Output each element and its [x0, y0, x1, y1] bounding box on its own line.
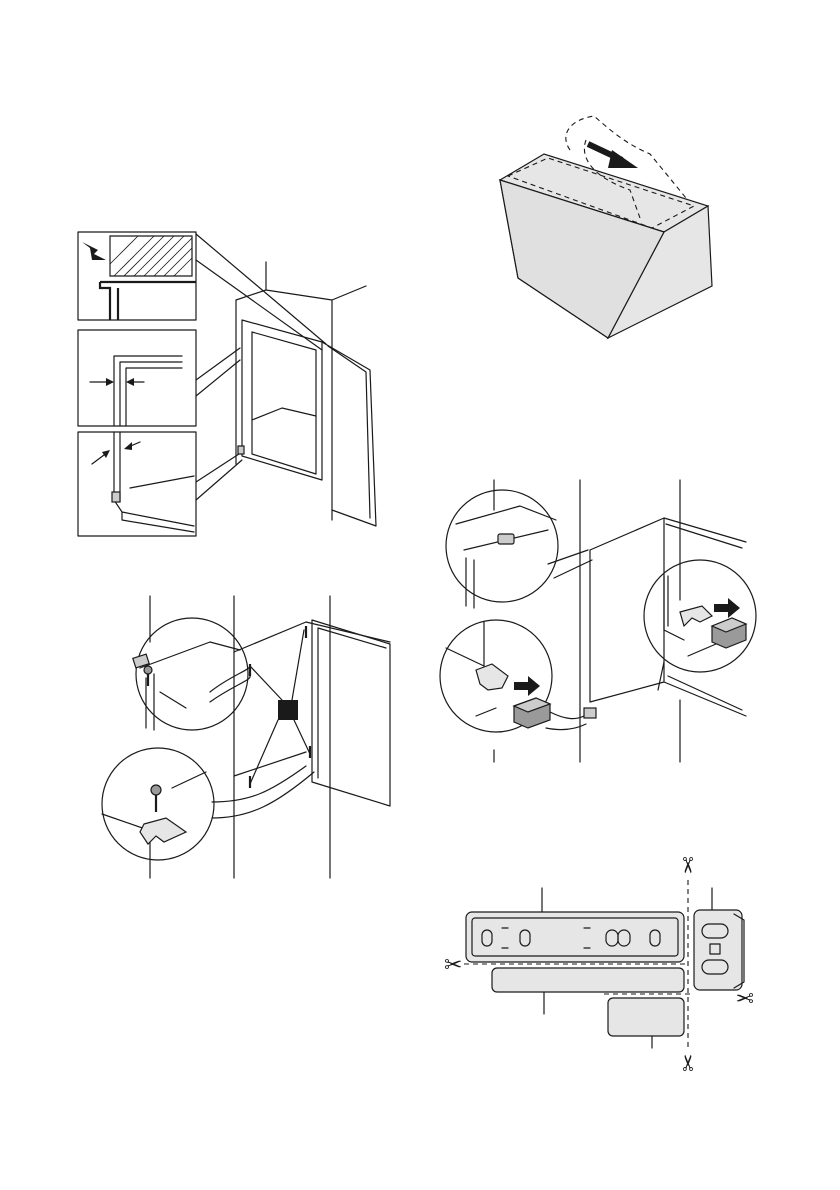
arrow-icon [82, 242, 106, 260]
main-cover-strip [466, 912, 684, 962]
scissors-icon-right: ✂ [736, 984, 754, 1009]
cover-cutting-figure: ✂ ✂ ✂ ✂ [444, 850, 764, 1080]
marker-square [278, 700, 298, 720]
bottom-inset-leader [212, 766, 314, 818]
corner-lines [114, 432, 194, 532]
door-bracket-caps-drawing [436, 480, 766, 770]
scissors-icon-bottom: ✂ [677, 1054, 702, 1072]
cap-leader-left [476, 708, 496, 716]
niche-alignment-figure [70, 220, 390, 540]
middle-inset-frame [78, 330, 196, 426]
niche-alignment-drawing [70, 220, 390, 540]
push-arrow-icon-left [514, 676, 540, 696]
scissors-icon-top: ✂ [674, 856, 699, 874]
top-inset-leader [210, 666, 250, 702]
bottom-leader [196, 452, 242, 500]
right-inset-leader [658, 662, 664, 690]
profile-line [100, 282, 196, 320]
cover-cap-left [514, 698, 550, 728]
middle-leader [196, 348, 240, 396]
top-bracket-inset [446, 490, 558, 602]
cap-leader-right [688, 644, 716, 656]
niche-inner [252, 332, 316, 474]
screw-leader [160, 692, 186, 708]
niche-frame [242, 320, 322, 480]
bracket-bottom [140, 818, 186, 844]
packaging-box-figure [490, 110, 720, 350]
top-hinge-inset [136, 618, 248, 730]
screw-icon-bottom [151, 785, 161, 812]
bottom-inset-frame [78, 432, 196, 536]
cabinet-outline [236, 262, 366, 520]
bracket-top [498, 534, 514, 544]
gap-lines [114, 356, 182, 426]
screw-icon-top [144, 666, 152, 686]
pull-arrow-icon [588, 144, 638, 168]
marker-leaders [250, 630, 304, 700]
door-bracket-caps-figure [436, 480, 766, 770]
door-hinge-screws-drawing [100, 596, 400, 886]
shelf-line [252, 408, 316, 420]
bracket-right [680, 606, 712, 626]
lower-cover-strip [492, 968, 684, 992]
cover-cutting-drawing: ✂ ✂ ✂ ✂ [444, 850, 764, 1080]
door-panel [312, 620, 390, 806]
door-hinge-screws-figure [100, 596, 400, 886]
hatched-panel [110, 236, 192, 276]
small-cover-piece [608, 998, 684, 1036]
cover-cap-right [712, 618, 746, 648]
bracket-bottom-left [476, 664, 508, 690]
push-arrow-icon-right [714, 598, 740, 618]
hinge-pin [584, 708, 596, 718]
bottom-hinge-inset [102, 748, 214, 860]
side-cover-piece [694, 910, 742, 990]
packaging-box-drawing [490, 110, 720, 350]
scissors-icon-left: ✂ [444, 953, 462, 978]
